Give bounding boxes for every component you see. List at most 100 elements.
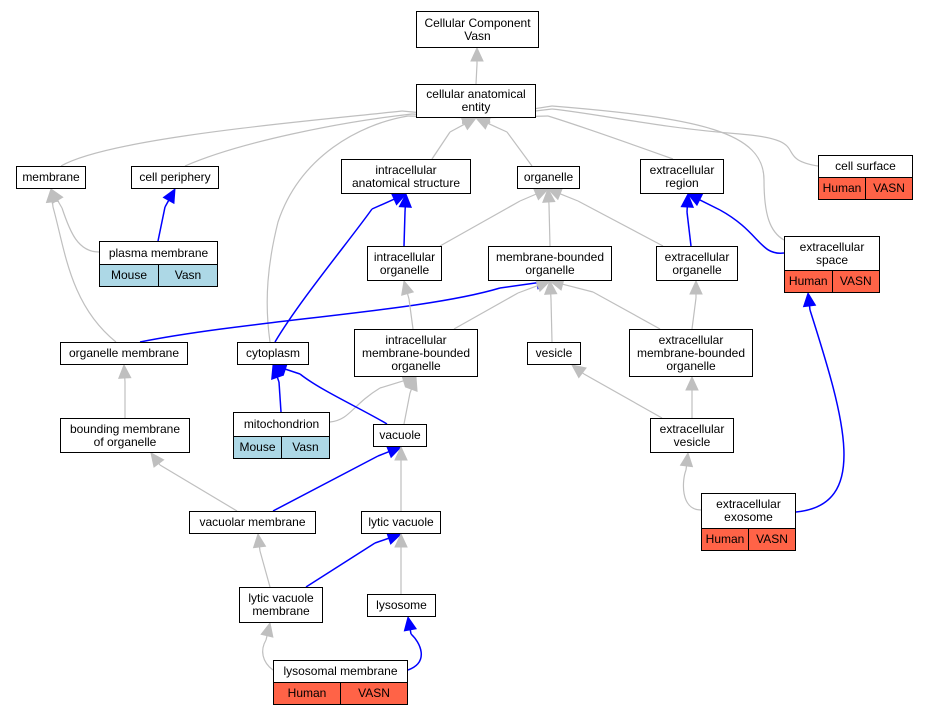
- term-node-membrane: membrane: [16, 166, 86, 189]
- edge-exosome-to-exves: [679, 451, 702, 511]
- edge-line: [329, 387, 381, 423]
- edge-lysosome-to-lytvac: [394, 532, 408, 594]
- edge-embo-to-mbo: [548, 277, 661, 330]
- term-label-line: cytoplasm: [245, 346, 301, 360]
- term-node-vacmem: vacuolar membrane: [189, 511, 316, 534]
- arrowhead: [543, 279, 558, 295]
- edge-stem: [409, 388, 412, 394]
- arrowhead: [403, 615, 418, 632]
- edge-intraorg-to-ias: [398, 192, 413, 247]
- edge-line: [577, 200, 664, 247]
- term-label-line: lytic vacuole: [248, 591, 314, 605]
- edge-stem: [51, 201, 54, 208]
- term-label-line: space: [815, 252, 849, 267]
- edge-line: [139, 287, 501, 343]
- edge-stem: [409, 629, 412, 635]
- term-label-line: anatomical structure: [351, 175, 461, 190]
- term-label: vesicle: [528, 343, 580, 364]
- species-tag: Mouse: [110, 268, 148, 282]
- arrowhead: [680, 192, 695, 208]
- edge-stem: [164, 199, 170, 208]
- term-node-lysosome: lysosome: [367, 594, 436, 617]
- edge-line: [259, 550, 271, 588]
- edge-vacuole-to-imbo: [403, 375, 418, 425]
- edge-stem: [265, 635, 268, 641]
- term-label-line: lysosomal membrane: [283, 664, 398, 678]
- gene-tag: Vasn: [281, 437, 329, 458]
- term-label-line: extracellular: [799, 239, 865, 254]
- edge-exorg-to-exreg: [680, 192, 695, 247]
- term-label-line: organelle: [523, 170, 574, 184]
- term-label-line: of organelle: [93, 434, 157, 449]
- term-node-cellper: cell periphery: [131, 166, 219, 189]
- edge-membrane-to-cae: [60, 109, 478, 167]
- edge-line: [60, 110, 403, 167]
- edge-line: [403, 211, 406, 247]
- edge-stem: [371, 198, 395, 210]
- term-label: lysosomal membrane: [274, 661, 407, 682]
- term-label-line: membrane: [252, 604, 310, 618]
- edge-stem: [406, 293, 410, 300]
- edge-line: [403, 392, 411, 425]
- term-node-vacuole: vacuole: [373, 424, 427, 447]
- arrowhead: [252, 532, 267, 549]
- edge-cae-to-root: [470, 46, 484, 85]
- edge-stem: [519, 193, 537, 202]
- term-label: membrane: [17, 167, 85, 188]
- term-label-line: exosome: [724, 510, 773, 524]
- edge-line: [278, 381, 282, 413]
- term-label: cell surface: [819, 156, 912, 177]
- edge-exosome-to-exspace: [795, 291, 845, 513]
- term-label-line: extracellular: [658, 332, 724, 347]
- gene-tag: VASN: [748, 529, 795, 550]
- edge-line: [299, 373, 388, 425]
- edge-exspace-to-exreg: [686, 193, 785, 254]
- edge-bmo-to-orgmem: [118, 363, 132, 418]
- edge-line: [506, 131, 533, 167]
- edge-line: [431, 131, 451, 160]
- term-label-line: vacuole: [379, 428, 421, 442]
- edge-imbo-to-intraorg: [401, 279, 415, 330]
- term-label-line: extracellular: [659, 421, 725, 436]
- species-tag: Human: [822, 181, 862, 195]
- edge-ias-to-cae: [431, 117, 478, 160]
- term-node-organelle: organelle: [517, 166, 580, 189]
- edge-stem: [285, 368, 301, 375]
- term-node-lytvac: lytic vacuole: [361, 511, 441, 534]
- term-label-line: intracellular: [373, 249, 436, 264]
- edge-exreg-to-cae: [474, 110, 674, 160]
- term-label: plasma membrane: [100, 242, 217, 264]
- arrowhead: [679, 451, 694, 468]
- edge-line: [408, 298, 414, 330]
- term-label: vacuolar membrane: [190, 512, 315, 533]
- edge-line: [274, 208, 373, 343]
- term-label-line: lysosome: [376, 598, 427, 612]
- term-label-line: organelle membrane: [68, 346, 180, 360]
- arrowhead: [401, 279, 415, 296]
- arrowhead: [802, 291, 817, 308]
- term-label-line: organelle: [379, 262, 430, 277]
- edge-line: [159, 464, 238, 512]
- term-label-line: organelle: [525, 262, 575, 277]
- edge-line: [52, 206, 117, 343]
- edge-line: [551, 105, 785, 241]
- term-node-orgmem: organelle membrane: [60, 342, 188, 365]
- term-label: mitochondrion: [234, 413, 329, 436]
- term-label-line: region: [665, 175, 699, 190]
